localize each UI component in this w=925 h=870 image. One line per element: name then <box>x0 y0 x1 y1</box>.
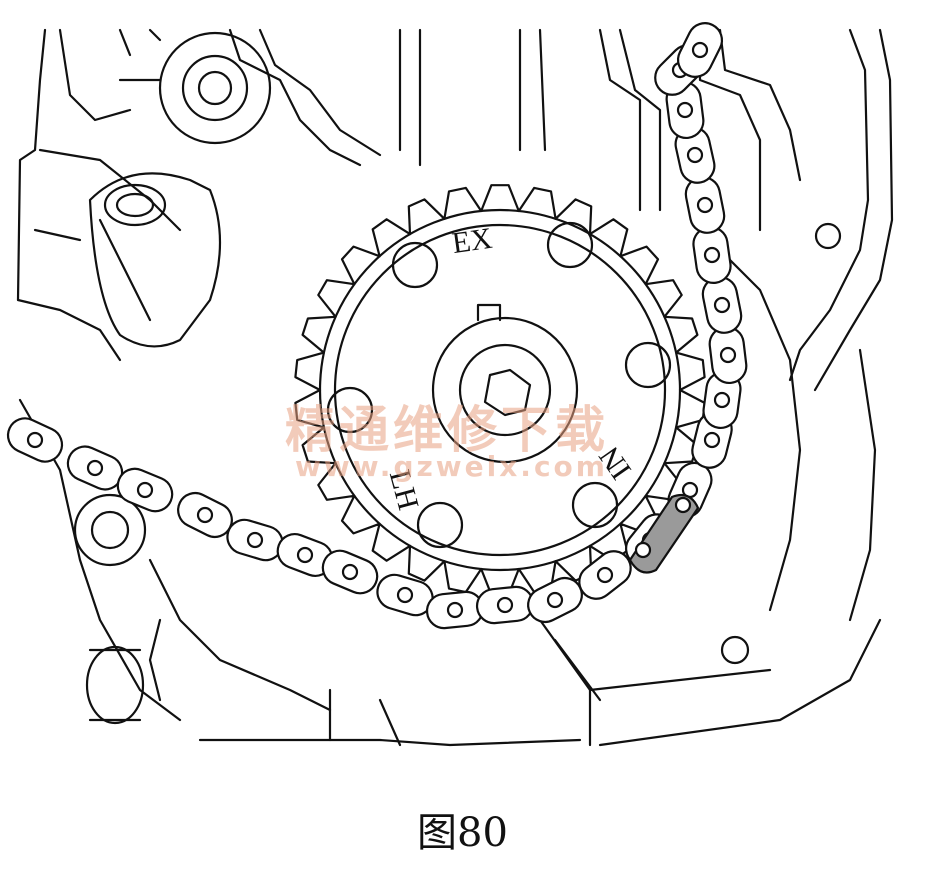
watermark-text: 精通维修下载 <box>285 401 609 459</box>
sprocket-rim <box>318 208 682 572</box>
sprocket-bolt <box>571 481 619 529</box>
tensioner-body-left <box>88 172 222 348</box>
engine-housing-outline <box>16 28 894 747</box>
sprocket-bolt <box>416 501 464 549</box>
sprocket-bolt <box>391 241 439 289</box>
chain-link <box>701 276 743 334</box>
cover-bolt-hole <box>720 635 750 665</box>
sprocket-hub-inner <box>458 343 552 437</box>
camshaft-key-slot <box>476 303 502 322</box>
sprocket-hub-outer <box>431 316 579 464</box>
camshaft-sprocket <box>294 184 706 596</box>
bolt-boss-bottom-left <box>73 493 147 725</box>
chain-link <box>116 467 174 513</box>
watermark-url: www.gzweix.com <box>295 450 608 483</box>
sprocket-bolt <box>624 341 672 389</box>
chain-link <box>475 585 535 625</box>
sprocket-inner-rim <box>333 223 667 557</box>
idler-pulley-top-left <box>118 31 272 145</box>
sprocket-bolt <box>546 221 594 269</box>
chain-link <box>708 325 748 385</box>
chain-link <box>684 176 726 234</box>
sprocket-bolt <box>326 386 374 434</box>
label-ex: EX <box>450 222 495 260</box>
figure-caption: 图80 <box>417 810 508 856</box>
chain-link <box>578 550 632 600</box>
chain-link <box>692 226 732 284</box>
chain-timing-mark-link <box>628 493 700 574</box>
chain-link <box>425 590 485 630</box>
chain-link <box>226 518 284 562</box>
chain-link <box>676 22 724 78</box>
chain-link <box>276 533 334 577</box>
chain-link <box>527 576 583 624</box>
hex-socket <box>483 368 532 417</box>
cover-bolt-hole <box>814 222 842 250</box>
chain-link <box>6 417 64 463</box>
chain-link <box>321 549 379 595</box>
